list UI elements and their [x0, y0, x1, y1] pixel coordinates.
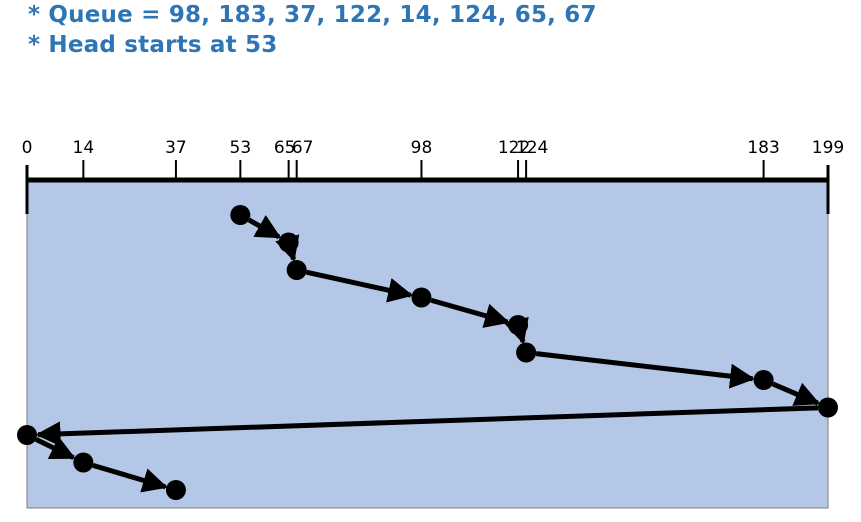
cylinder-panel	[26, 179, 829, 509]
seek-arrow	[430, 297, 510, 328]
request-point	[17, 425, 37, 445]
seek-arrow	[275, 234, 300, 262]
seek-arrow	[771, 381, 821, 406]
seek-arrow	[35, 405, 819, 447]
tick-label: 124	[516, 138, 548, 158]
request-point	[278, 232, 299, 253]
tick-label: 0	[22, 138, 33, 158]
request-point	[753, 370, 774, 390]
request-point	[286, 260, 307, 280]
tick-label: 65	[274, 138, 296, 158]
tick-label: 183	[747, 138, 779, 158]
tick-label: 14	[73, 138, 95, 158]
tick-label: 67	[292, 138, 314, 158]
seek-arrow	[92, 462, 168, 493]
queue-line: * Queue = 98, 183, 37, 122, 14, 124, 65,…	[28, 2, 597, 28]
request-point	[230, 205, 251, 225]
seek-arrow	[34, 436, 76, 460]
request-point	[411, 287, 432, 308]
request-point	[73, 452, 94, 473]
head-start-line: * Head starts at 53	[28, 32, 278, 58]
seek-arrow	[535, 351, 756, 389]
seek-arrow	[305, 269, 414, 303]
request-point	[165, 480, 186, 500]
seek-arrow	[247, 215, 282, 240]
tick-label: 53	[230, 138, 252, 158]
tick-label: 98	[411, 138, 433, 158]
request-point	[516, 342, 537, 363]
tick-label: 199	[812, 138, 844, 158]
request-point	[508, 315, 529, 335]
tick-label: 122	[498, 138, 530, 158]
request-point	[818, 397, 838, 418]
tick-label: 37	[165, 138, 187, 158]
seek-arrow	[504, 316, 529, 345]
